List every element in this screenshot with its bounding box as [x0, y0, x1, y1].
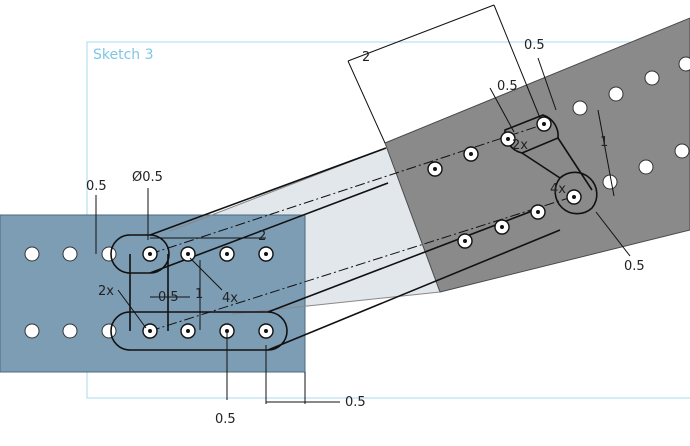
- dim-left-height: 1: [195, 287, 203, 302]
- right-sketch-holes: [427, 116, 582, 249]
- dim-right-height: 1: [600, 135, 608, 150]
- sketch-name-label[interactable]: Sketch 3: [93, 47, 154, 63]
- dim-left-bottom-right: 0.5: [345, 395, 366, 410]
- dim-left-inner: 0.5: [158, 290, 179, 305]
- dim-right-count-4x: 4x: [550, 182, 566, 197]
- center-lines: [149, 123, 576, 332]
- bridge-edge-bottom: [231, 291, 441, 315]
- dim-left-top: 0.5: [86, 179, 107, 194]
- dim-left-bottom: 0.5: [215, 412, 236, 427]
- left-plate-holes: [24, 246, 117, 339]
- dim-right-count-2x: 2x: [512, 138, 528, 153]
- dim-left-count-2x: 2x: [98, 284, 114, 299]
- dim-left-count-4x: 4x: [222, 291, 238, 306]
- dim-right-inner: 0.5: [497, 79, 518, 94]
- right-plate: [384, 17, 690, 293]
- dim-right-bottom: 0.5: [624, 259, 645, 274]
- right-plate-holes: [572, 56, 690, 190]
- dim-left-span: 2: [258, 229, 266, 244]
- dimension-lines: [95, 4, 631, 404]
- dim-diameter-left: Ø0.5: [132, 170, 163, 185]
- left-plate: [0, 214, 306, 373]
- dim-right-top: 0.5: [524, 38, 545, 53]
- dim-right-span: 2: [362, 50, 370, 65]
- left-sketch-holes: [142, 246, 274, 339]
- right-slot-shapes: [504, 114, 598, 215]
